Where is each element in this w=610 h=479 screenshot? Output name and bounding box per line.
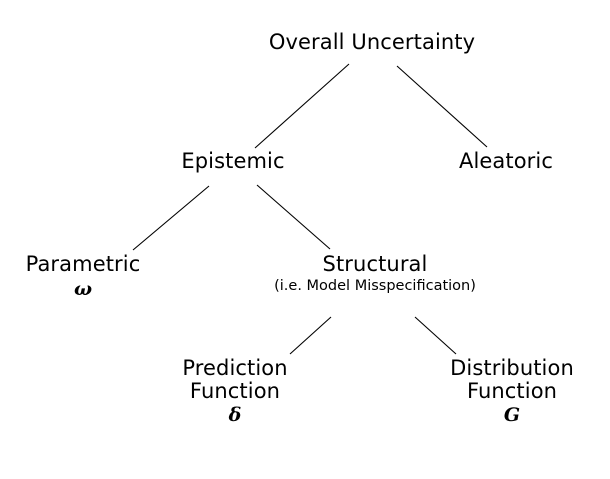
node-prediction-function: Prediction Function δ [182,357,287,426]
edge-structural-distribution [414,316,457,355]
node-prediction-function-label-line2: Function [189,378,281,403]
node-structural-label: Structural [322,252,428,276]
edge-epistemic-parametric [132,185,210,251]
node-distribution-function-label-line2: Function [466,378,558,403]
node-overall-uncertainty: Overall Uncertainty [269,31,475,54]
node-prediction-function-symbol-delta: δ [228,404,242,427]
edge-structural-prediction [289,316,332,355]
node-epistemic: Epistemic [181,150,284,173]
node-overall-uncertainty-label: Overall Uncertainty [268,30,476,54]
node-prediction-function-label-line1: Prediction [182,356,288,380]
node-structural: Structural (i.e. Model Misspecification) [274,253,476,294]
node-structural-sublabel: (i.e. Model Misspecification) [274,277,476,294]
node-aleatoric-label: Aleatoric [459,149,553,173]
node-parametric: Parametric ω [26,253,141,299]
node-distribution-function-label-line1: Distribution [450,356,574,380]
node-distribution-function-symbol-g: G [503,404,521,427]
node-aleatoric: Aleatoric [459,150,553,173]
edge-epistemic-structural [256,184,331,250]
edge-overall-aleatoric [396,65,488,148]
node-distribution-function: Distribution Function G [450,357,574,426]
edge-overall-epistemic [254,63,350,149]
node-parametric-symbol-omega: ω [73,277,93,300]
node-parametric-label: Parametric [25,252,141,276]
node-epistemic-label: Epistemic [181,149,285,173]
